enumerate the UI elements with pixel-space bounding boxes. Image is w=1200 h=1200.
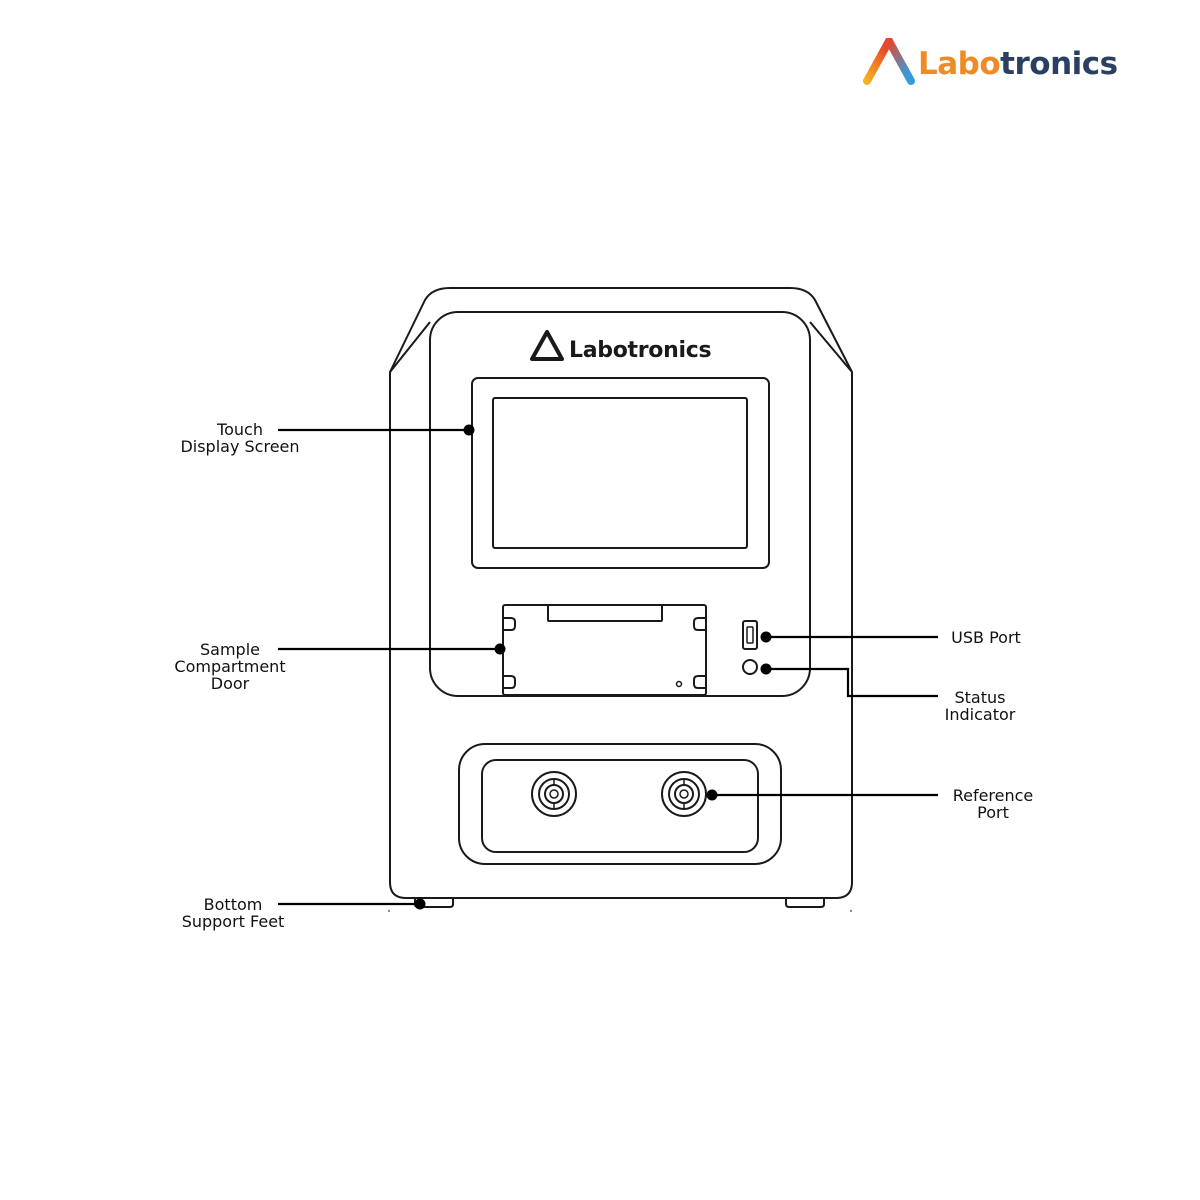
brand-name-part2: tronics	[1000, 46, 1118, 82]
floor-mark	[387, 909, 391, 913]
device-logo-icon	[530, 330, 564, 361]
status-indicator-light	[742, 659, 758, 675]
floor-mark	[849, 909, 853, 913]
door-hinge	[693, 675, 706, 689]
reference-port	[661, 771, 707, 817]
device-shoulder-left	[389, 321, 431, 373]
label-line: Compartment	[174, 657, 286, 676]
label-line: Bottom	[203, 895, 263, 914]
label-usb-port: USB Port	[926, 629, 1046, 646]
device-shoulder-right	[809, 321, 853, 373]
label-line: USB Port	[951, 628, 1021, 647]
support-foot	[785, 898, 825, 908]
callout-dot	[414, 898, 426, 910]
door-hinge	[693, 617, 706, 631]
sample-compartment-door	[502, 604, 707, 696]
brand-logo-icon	[863, 38, 915, 85]
callout-dot	[494, 643, 506, 655]
label-line: Sample	[200, 640, 260, 659]
door-hinge	[503, 617, 516, 631]
callout-dot	[760, 631, 772, 643]
callout-dot	[706, 789, 718, 801]
label-sample-door: Sample Compartment Door	[160, 641, 300, 692]
label-reference-port: Reference Port	[933, 787, 1053, 821]
touch-display-screen	[492, 397, 748, 549]
usb-port-inner	[746, 626, 754, 644]
label-line: Support Feet	[181, 912, 285, 931]
callout-dot	[760, 663, 772, 675]
device-brand-label: Labotronics	[569, 338, 711, 363]
label-line: Status	[954, 688, 1006, 707]
usb-port	[742, 620, 758, 650]
brand-name-part1: Labo	[918, 46, 1001, 82]
sample-port	[531, 771, 577, 817]
label-line: Reference	[952, 786, 1034, 805]
label-line: Touch	[217, 420, 263, 439]
callout-line-status-indicator	[766, 667, 938, 698]
label-line: Display Screen	[180, 437, 300, 456]
display-bezel	[471, 377, 770, 569]
door-hinge	[503, 675, 516, 689]
label-bottom-feet: Bottom Support Feet	[163, 896, 303, 930]
label-touch-display: Touch Display Screen	[170, 421, 310, 455]
door-handle	[547, 604, 663, 622]
lower-panel-inner	[481, 759, 759, 853]
label-status-indicator: Status Indicator	[920, 689, 1040, 723]
callout-dot	[463, 424, 475, 436]
label-line: Port	[977, 803, 1009, 822]
label-line: Indicator	[944, 705, 1016, 724]
label-line: Door	[210, 674, 250, 693]
lower-panel-outer	[458, 743, 782, 865]
door-screw	[675, 680, 683, 688]
brand-name: Labotronics	[918, 44, 1118, 84]
